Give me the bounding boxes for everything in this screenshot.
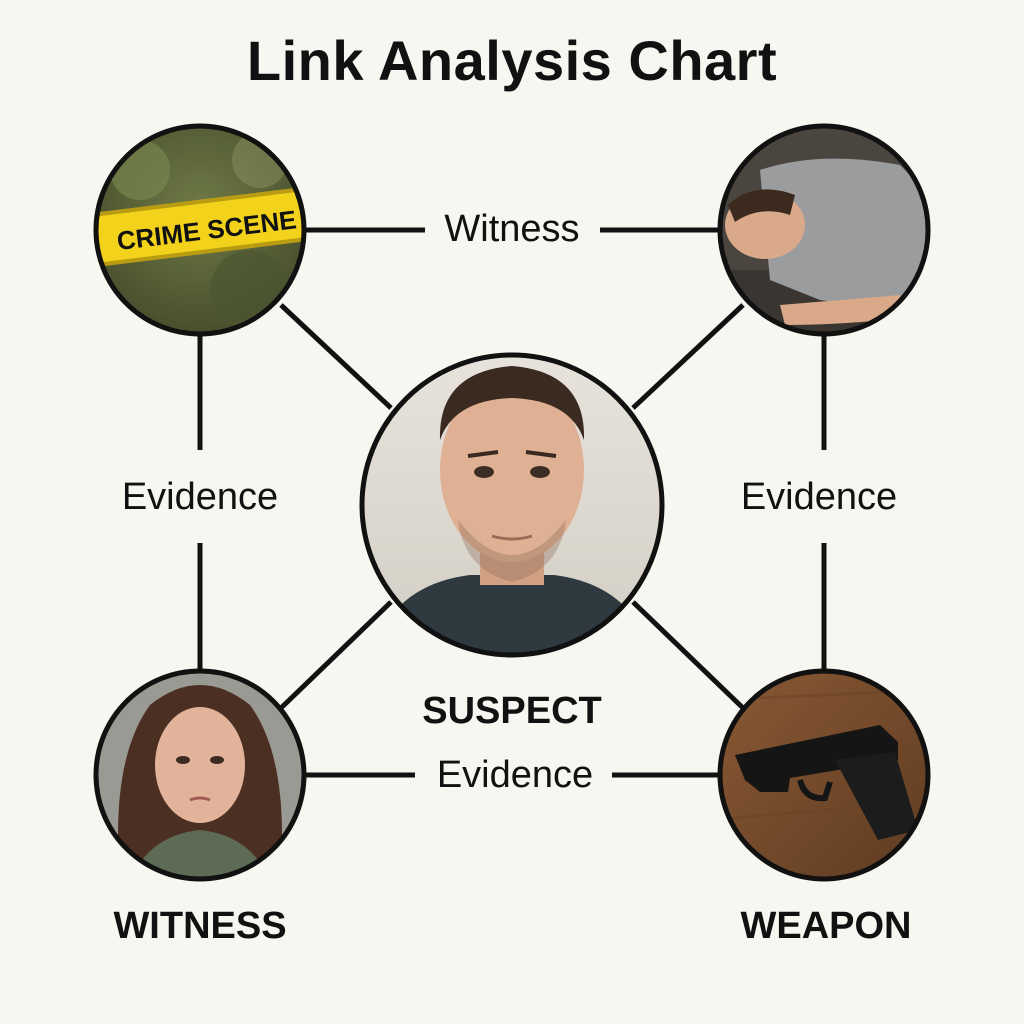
suspect-hair [439,366,585,440]
diagonal-bottom-right [631,600,745,710]
edge-label-top: Witness [444,208,580,250]
victim-arm [780,295,905,325]
witness-label: WITNESS [113,905,287,947]
witness-top [130,830,270,879]
weapon-label: WEAPON [740,905,912,947]
witness-face [155,707,245,823]
diagonal-top-right [631,303,745,410]
crime-scene-node: CRIME SCENE DO NOT C [93,123,307,337]
pistol-icon [735,725,918,840]
connection-lines [197,227,827,778]
edge-label-left: Evidence [121,476,279,518]
suspect-face [440,378,584,562]
diagonal-bottom-left [279,600,393,710]
victim-shirt [760,158,928,305]
suspect-node [359,352,665,658]
weapon-node [717,668,931,882]
edge-label-bottom: Evidence [436,754,594,796]
page-title: Link Analysis Chart [246,29,778,92]
victim-node [717,123,931,337]
witness-node [93,668,307,882]
suspect-label: SUSPECT [422,690,602,732]
edge-label-right: Evidence [740,476,898,518]
diagonal-top-left [279,303,393,410]
